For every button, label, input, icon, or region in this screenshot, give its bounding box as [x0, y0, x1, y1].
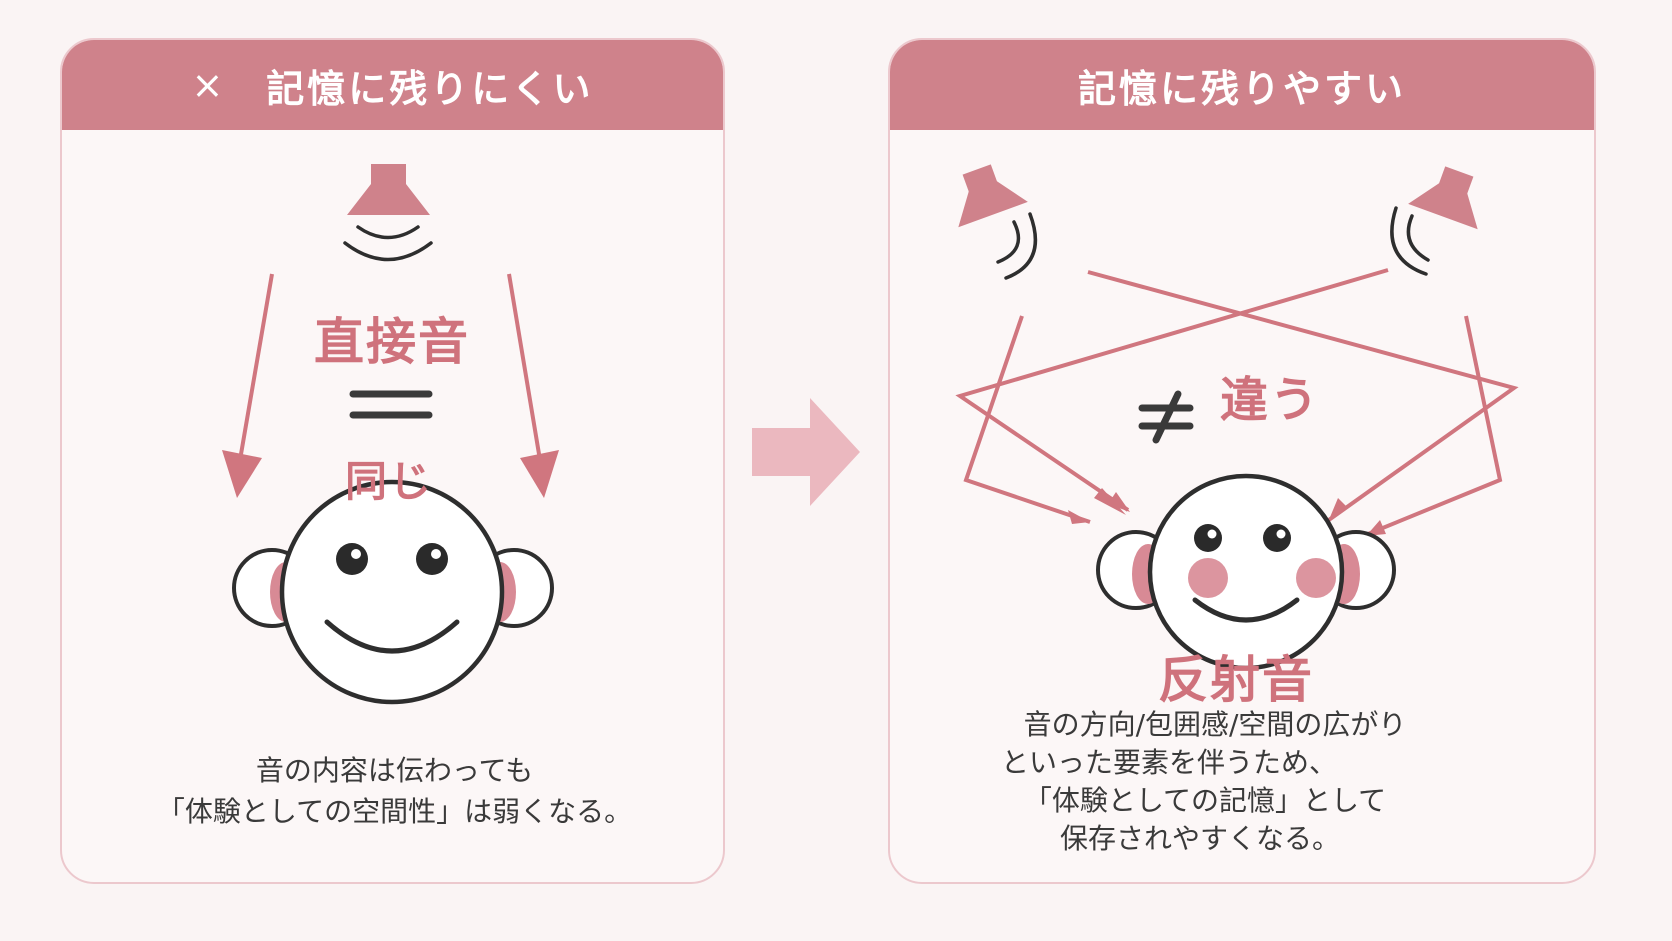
right-description: 音の方向/包囲感/空間の広がり といった要素を伴うため、 「体験としての記憶」と… — [890, 706, 1540, 858]
arrowheads — [1068, 488, 1386, 536]
sound-wave-icon — [343, 225, 433, 262]
not-equal-icon — [1138, 390, 1194, 444]
right-description-line: 「体験としての記憶」として — [1023, 784, 1387, 817]
speaker-icon — [958, 164, 1028, 228]
face-icon — [1096, 473, 1396, 671]
right-panel-header: 記憶に残りやすい — [890, 40, 1594, 130]
reflected-sound-paths — [955, 268, 1519, 536]
cross-mark: × — [191, 63, 227, 107]
equals-icon — [349, 390, 433, 419]
right-description-line: 音の方向/包囲感/空間の広がり — [1023, 708, 1407, 741]
sound-wave-icon — [996, 206, 1430, 280]
speaker-icon — [1408, 166, 1478, 230]
right-description-line: 保存されやすくなる。 — [1059, 822, 1340, 855]
left-panel-header: × 記憶に残りにくい — [62, 40, 723, 130]
direct-arrow-left — [222, 273, 274, 498]
direct-arrow-right — [507, 273, 559, 498]
label-reflected-sound: 反射音 — [1158, 651, 1314, 709]
left-description: 音の内容は伝わっても 「体験としての空間性」は弱くなる。 — [62, 750, 723, 832]
right-description-line: といった要素を伴うため、 — [1000, 746, 1337, 779]
arrow-right-icon — [752, 398, 860, 506]
left-illustration — [222, 164, 559, 705]
panel-left: × 記憶に残りにくい — [60, 38, 725, 884]
panel-right: 記憶に残りやすい — [888, 38, 1596, 884]
speaker-icon — [347, 164, 430, 215]
label-different: 違う — [1220, 372, 1321, 428]
face-icon — [232, 479, 554, 705]
label-same: 同じ — [345, 457, 434, 506]
right-illustration — [955, 164, 1519, 671]
left-panel-title: 記憶に残りにくい — [266, 66, 594, 111]
left-description-line: 音の内容は伝わっても — [255, 754, 534, 787]
left-description-line: 「体験としての空間性」は弱くなる。 — [156, 795, 633, 828]
label-direct-sound: 直接音 — [314, 313, 470, 371]
right-panel-title: 記憶に残りやすい — [1077, 66, 1406, 111]
